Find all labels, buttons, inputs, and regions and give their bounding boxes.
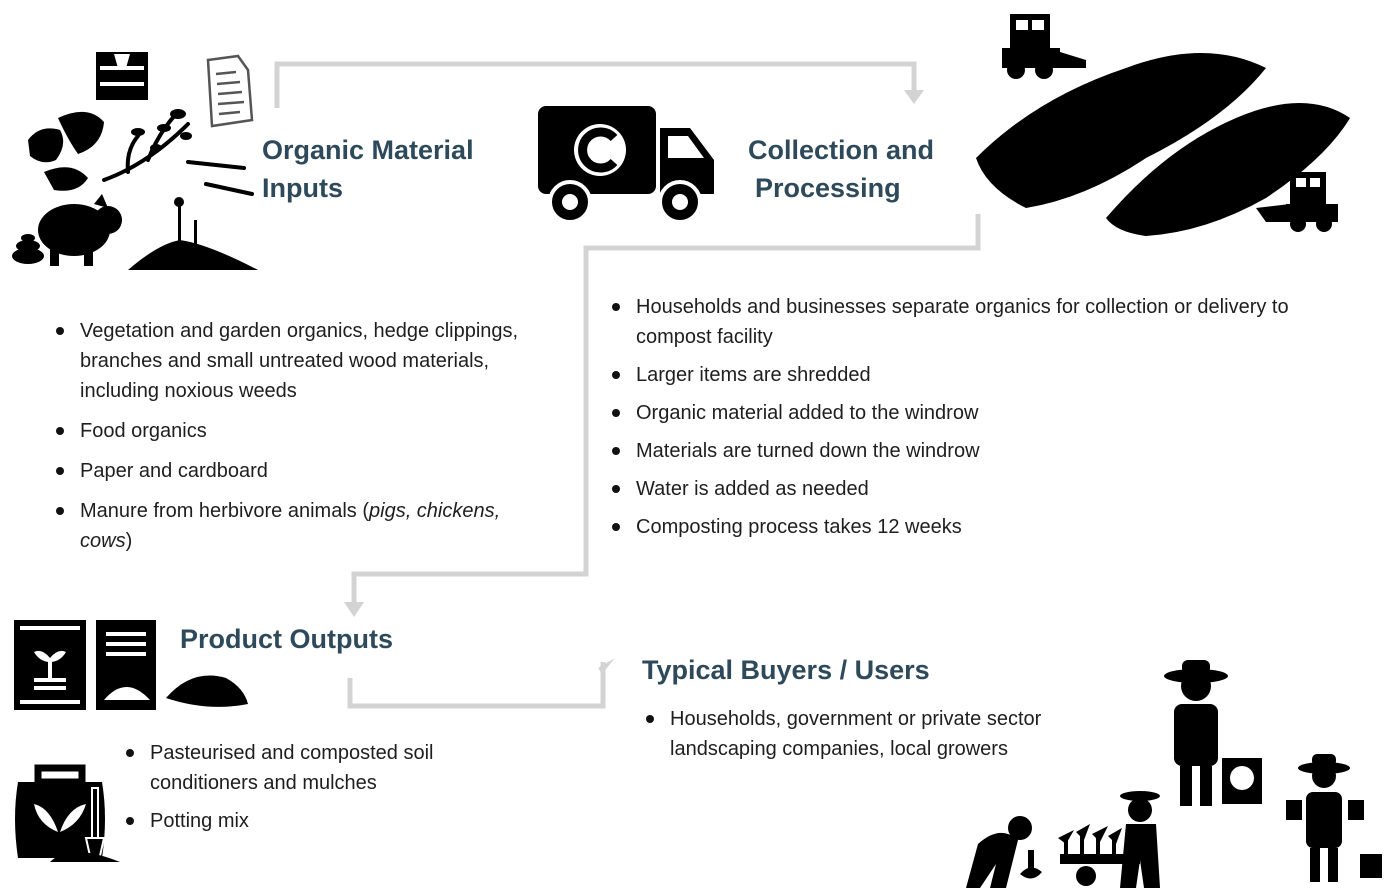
windrow-pile-upper xyxy=(976,53,1266,208)
manure-animals: pigs, chickens, cows xyxy=(80,500,501,552)
paper-document-icon xyxy=(206,54,254,128)
list-item: Materials are turned down the windrow xyxy=(608,436,1368,466)
list-item: Households, government or private sector… xyxy=(642,704,1102,764)
potting-mix-bag-icon xyxy=(15,764,120,862)
outputs-list: Pasteurised and composted soil condition… xyxy=(122,738,502,844)
manure-prefix: Manure from herbivore animals ( xyxy=(80,500,369,522)
list-item: Organic material added to the windrow xyxy=(608,398,1368,428)
gardener-people-icon xyxy=(966,660,1382,888)
truck-illustration xyxy=(530,104,720,224)
outputs-title: Product Outputs xyxy=(180,624,393,654)
gardener-with-plants-icon xyxy=(1286,754,1382,882)
inputs-title-line2: Inputs xyxy=(262,173,343,203)
manure-icon xyxy=(12,234,44,264)
food-scraps-icon xyxy=(28,111,104,191)
potting-bag-illustration xyxy=(10,758,124,864)
skid-steer-loader-icon xyxy=(1002,14,1086,79)
list-item: Potting mix xyxy=(122,806,502,836)
inputs-illustration xyxy=(8,44,268,280)
list-item: Pasteurised and composted soil condition… xyxy=(122,738,502,798)
processing-list: Households and businesses separate organ… xyxy=(608,292,1368,550)
inputs-title-line1: Organic Material xyxy=(262,135,474,165)
list-item-manure: Manure from herbivore animals (pigs, chi… xyxy=(52,496,542,556)
inputs-list: Vegetation and garden organics, hedge cl… xyxy=(52,316,542,566)
cardboard-box-icon xyxy=(96,52,148,100)
processing-title: Collection and Processing xyxy=(748,131,934,207)
list-item: Vegetation and garden organics, hedge cl… xyxy=(52,316,542,406)
branch-icon xyxy=(102,112,254,196)
list-item: Larger items are shredded xyxy=(608,360,1368,390)
skid-steer-loader-icon-2 xyxy=(1256,172,1338,232)
manure-suffix: ) xyxy=(125,530,133,552)
list-item: Food organics xyxy=(52,416,542,446)
list-item: Water is added as needed xyxy=(608,474,1368,504)
weed-icon xyxy=(128,197,258,270)
processing-title-line1: Collection and xyxy=(748,135,935,165)
pig-icon xyxy=(38,194,122,266)
processing-title-line2: Processing xyxy=(755,173,901,203)
compost-windrow-icon xyxy=(976,14,1350,236)
arrow-head-processing xyxy=(904,90,924,104)
inputs-title: Organic Material Inputs xyxy=(262,131,474,207)
recycling-truck-icon xyxy=(538,106,714,224)
gardener-bending-icon xyxy=(966,816,1042,888)
connector-outputs-to-buyers xyxy=(347,662,606,709)
connector-processing-to-outputs xyxy=(351,214,981,604)
windrow-illustration xyxy=(966,8,1366,244)
compost-pile-icon xyxy=(166,675,248,707)
organic-waste-icon xyxy=(12,52,258,270)
list-item: Paper and cardboard xyxy=(52,456,542,486)
buyers-list: Households, government or private sector… xyxy=(642,704,1102,774)
gardener-with-cart-icon xyxy=(1058,791,1160,888)
compost-bag-icon xyxy=(14,620,248,710)
arrow-head-buyers xyxy=(598,658,615,674)
buyers-illustration xyxy=(960,654,1386,888)
buyers-title: Typical Buyers / Users xyxy=(642,655,930,685)
outputs-illustration xyxy=(12,618,262,714)
list-item: Households and businesses separate organ… xyxy=(608,292,1368,352)
gardener-with-bag-icon xyxy=(1164,660,1262,806)
leaf-group-icon xyxy=(131,109,192,152)
arrow-head-outputs xyxy=(344,602,364,617)
windrow-pile-lower xyxy=(1106,103,1350,236)
list-item: Composting process takes 12 weeks xyxy=(608,512,1368,542)
connector-inputs-to-processing xyxy=(274,61,917,108)
